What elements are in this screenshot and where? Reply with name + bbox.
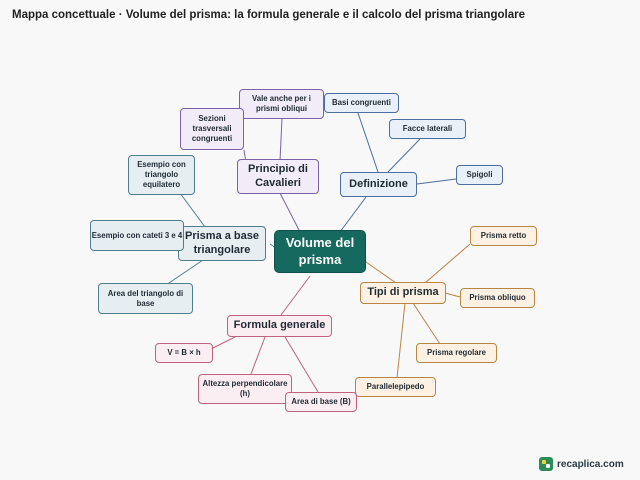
link-formula-altezza bbox=[250, 336, 266, 375]
leaf-formula-v-b-h[interactable]: V = B × h bbox=[155, 343, 213, 363]
leaf-area-triangolo-base[interactable]: Area del triangolo di base bbox=[98, 283, 193, 314]
node-principio-cavalieri[interactable]: Principio di Cavalieri bbox=[237, 159, 319, 194]
leaf-area-di-base[interactable]: Area di base (B) bbox=[285, 392, 357, 412]
leaf-spigoli[interactable]: Spigoli bbox=[456, 165, 503, 185]
link-tipi-obliquo bbox=[444, 292, 461, 298]
leaf-basi-congruenti[interactable]: Basi congruenti bbox=[324, 93, 399, 113]
link-center-principio bbox=[279, 192, 301, 233]
link-formula-area-base bbox=[284, 336, 319, 393]
link-tipi-parallelepipedo bbox=[396, 302, 406, 379]
leaf-altezza-perpendicolare[interactable]: Altezza perpendicolare (h) bbox=[198, 374, 292, 404]
leaf-parallelepipedo[interactable]: Parallelepipedo bbox=[355, 377, 436, 397]
link-formula-vbh bbox=[212, 336, 236, 349]
link-tipi-regolare bbox=[412, 302, 441, 345]
leaf-esempio-equilatero[interactable]: Esempio con triangolo equilatero bbox=[128, 155, 195, 195]
page-title: Mappa concettuale · Volume del prisma: l… bbox=[12, 9, 525, 21]
leaf-sezioni-trasversali[interactable]: Sezioni trasversali congruenti bbox=[180, 108, 244, 150]
link-definizione-basi bbox=[357, 112, 379, 173]
leaf-prisma-regolare[interactable]: Prisma regolare bbox=[416, 343, 497, 363]
link-definizione-facce bbox=[387, 138, 421, 173]
link-triangolare-area bbox=[165, 259, 204, 286]
leaf-vale-anche-obliqui[interactable]: Vale anche per i prismi obliqui bbox=[239, 89, 324, 119]
leaf-esempio-cateti[interactable]: Esempio con cateti 3 e 4 bbox=[90, 220, 184, 251]
link-triangolare-equilatero bbox=[179, 192, 206, 228]
leaf-facce-laterali[interactable]: Facce laterali bbox=[389, 119, 466, 139]
link-center-definizione bbox=[339, 196, 367, 233]
leaf-prisma-obliquo[interactable]: Prisma obliquo bbox=[460, 288, 535, 308]
link-definizione-spigoli bbox=[416, 178, 457, 185]
recaplica-logo-icon bbox=[539, 457, 553, 471]
node-formula-generale[interactable]: Formula generale bbox=[227, 315, 332, 337]
brand-name: recaplica.com bbox=[557, 458, 624, 470]
center-node-volume-prisma[interactable]: Volume del prisma bbox=[274, 230, 366, 273]
node-prisma-base-triangolare[interactable]: Prisma a base triangolare bbox=[178, 226, 266, 261]
brand-logo[interactable]: recaplica.com bbox=[539, 456, 624, 472]
link-tipi-retto bbox=[424, 243, 471, 284]
node-definizione[interactable]: Definizione bbox=[340, 172, 417, 197]
leaf-prisma-retto[interactable]: Prisma retto bbox=[470, 226, 537, 246]
link-center-tipi bbox=[365, 261, 397, 284]
link-principio-obliqui bbox=[279, 117, 283, 162]
link-center-formula bbox=[280, 275, 311, 316]
node-tipi-di-prisma[interactable]: Tipi di prisma bbox=[360, 282, 446, 304]
